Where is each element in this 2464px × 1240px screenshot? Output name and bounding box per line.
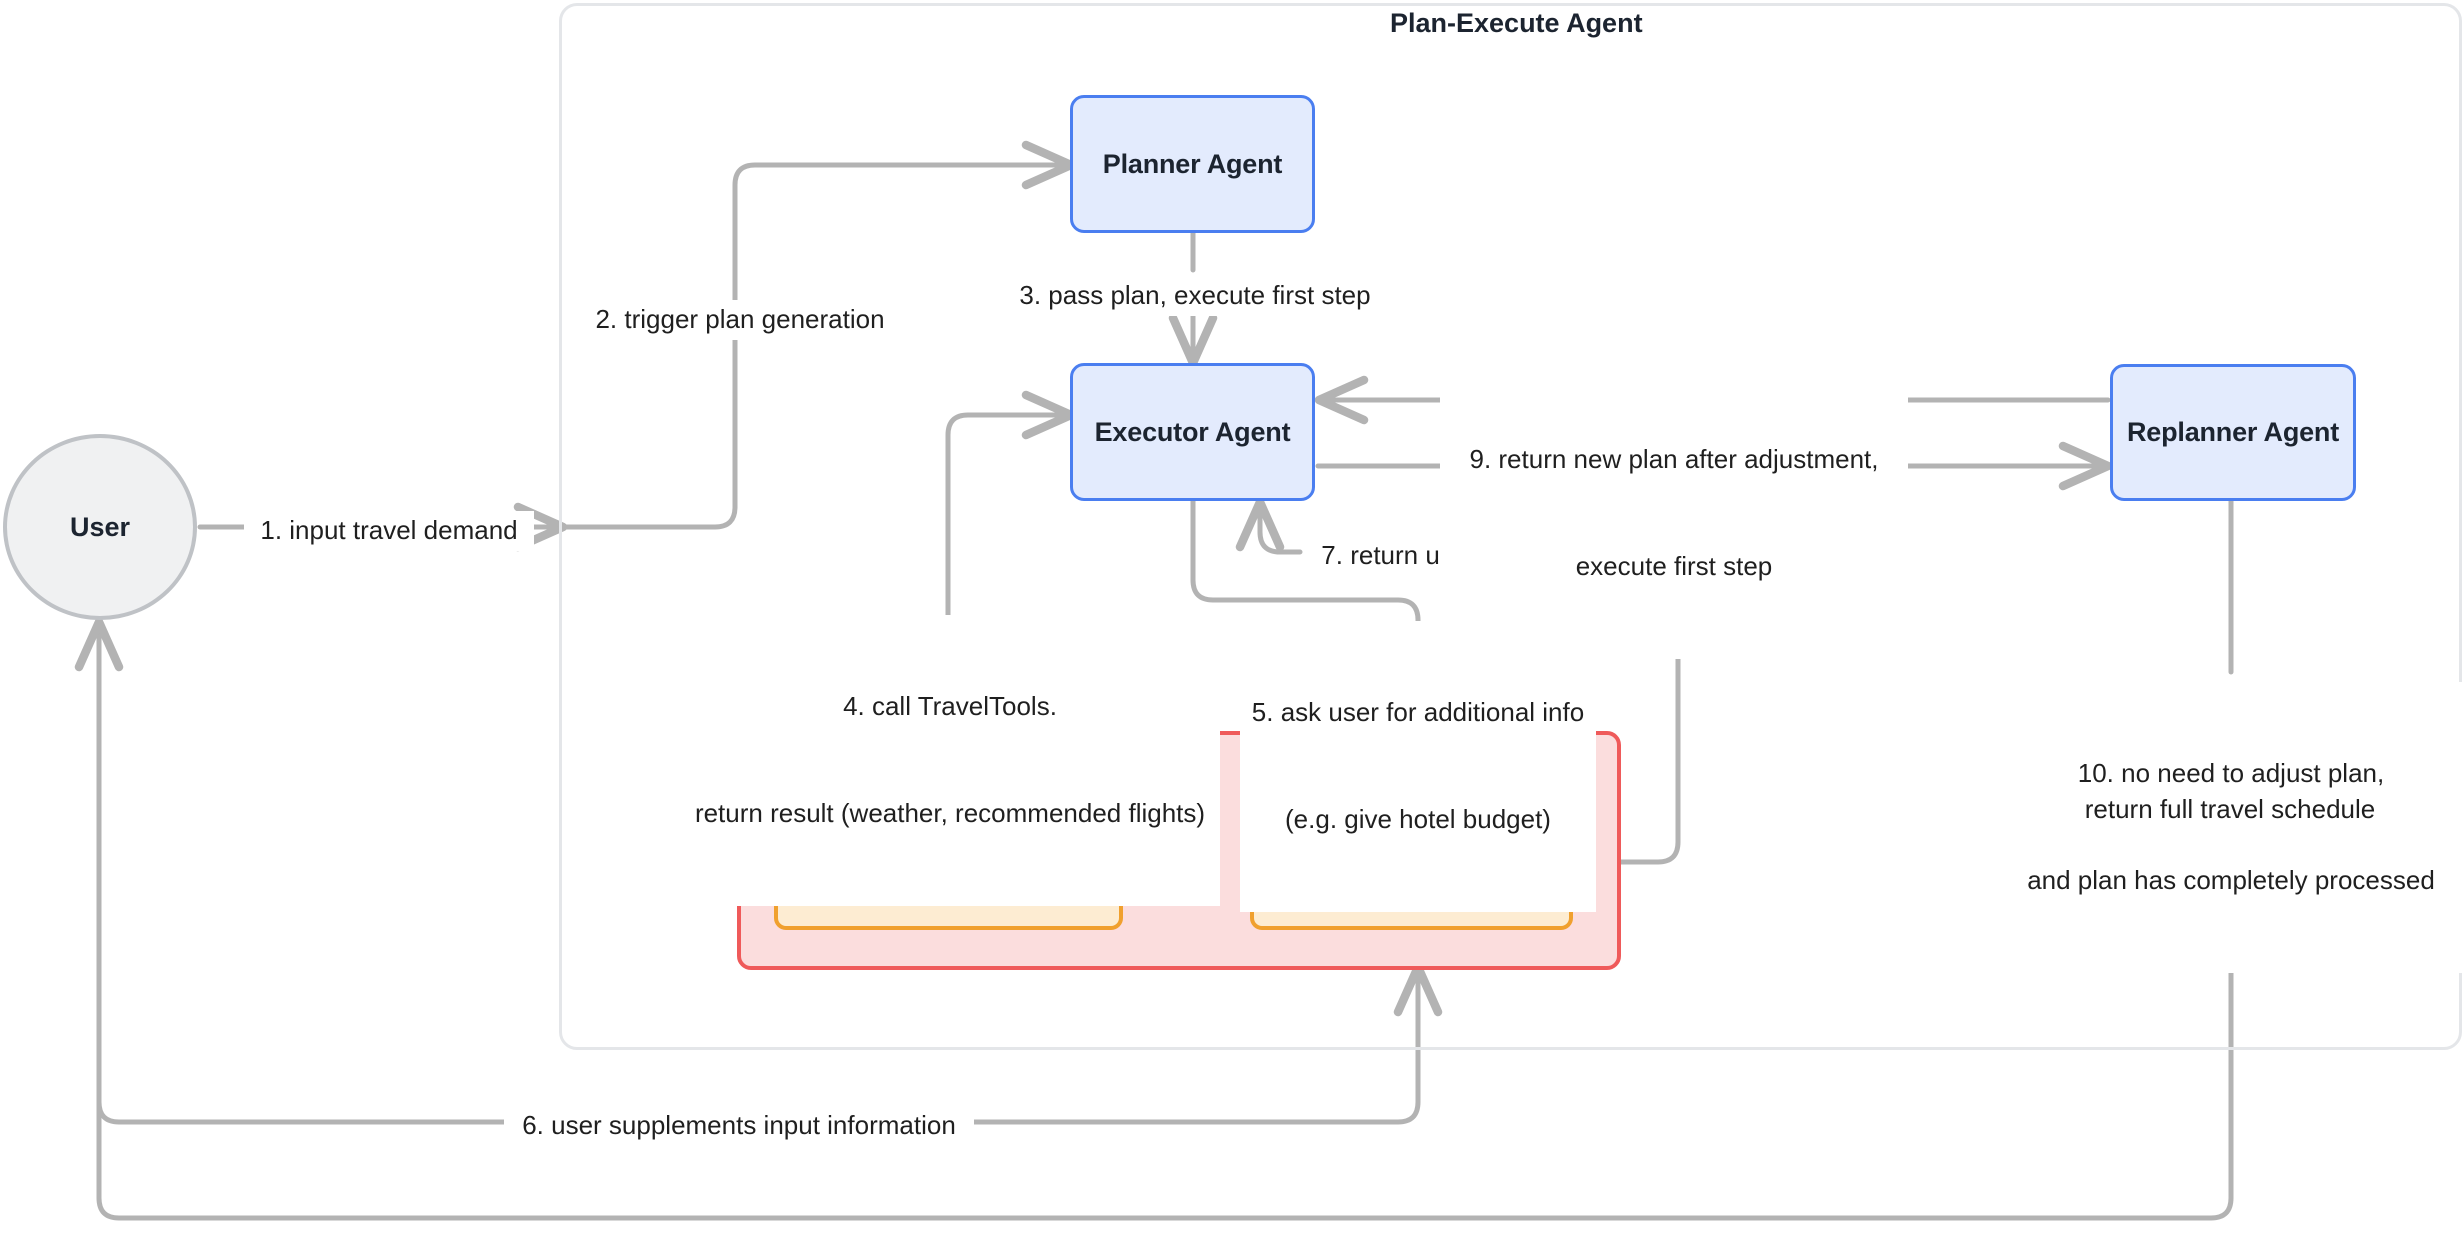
plan-execute-agent-group — [559, 3, 2462, 1050]
edge-label-4-line2: return result (weather, recommended flig… — [694, 798, 1206, 829]
edge-label-5-line1: 5. ask user for additional info — [1251, 696, 1585, 727]
edge-label-6: 6. user supplements input information — [504, 1106, 974, 1146]
edge-label-1: 1. input travel demand — [244, 511, 534, 551]
planner-agent-node[interactable]: Planner Agent — [1070, 95, 1315, 233]
edge-label-9-line1: 9. return new plan after adjustment, — [1469, 443, 1879, 474]
edge-label-4: 4. call TravelTools. return result (weat… — [680, 615, 1220, 906]
edge-label-10-return: return full travel schedule — [2060, 790, 2400, 830]
edge-label-5: 5. ask user for additional info (e.g. gi… — [1240, 621, 1596, 912]
edge-label-10-line2: and plan has completely processed — [2027, 865, 2435, 896]
edge-6-path-right — [957, 962, 1443, 1125]
replanner-agent-node[interactable]: Replanner Agent — [2110, 364, 2356, 501]
edge-2-path — [557, 140, 1076, 530]
edge-7-path-left — [1235, 497, 1303, 555]
edge-6-path-left — [96, 625, 563, 1125]
plan-execute-agent-title: Plan-Execute Agent — [1390, 8, 1643, 38]
edge-label-2: 2. trigger plan generation — [575, 300, 905, 340]
edge-label-3: 3. pass plan, execute first step — [1005, 276, 1385, 316]
edge-label-5-line2: (e.g. give hotel budget) — [1285, 804, 1551, 835]
edge-label-4-line1: 4. call TravelTools. — [843, 690, 1057, 721]
edge-label-9: 9. return new plan after adjustment, exe… — [1440, 368, 1908, 659]
edge-label-9-line2: execute first step — [1575, 551, 1773, 582]
edge-5-path-upper — [1190, 497, 1421, 643]
executor-agent-node[interactable]: Executor Agent — [1070, 363, 1315, 501]
edge-10-path-c — [96, 637, 2234, 1221]
edge-4-path-upper — [945, 390, 1076, 620]
edge-label-10-line1: 10. no need to adjust plan, — [2077, 757, 2385, 788]
user-node[interactable]: User — [3, 434, 197, 620]
